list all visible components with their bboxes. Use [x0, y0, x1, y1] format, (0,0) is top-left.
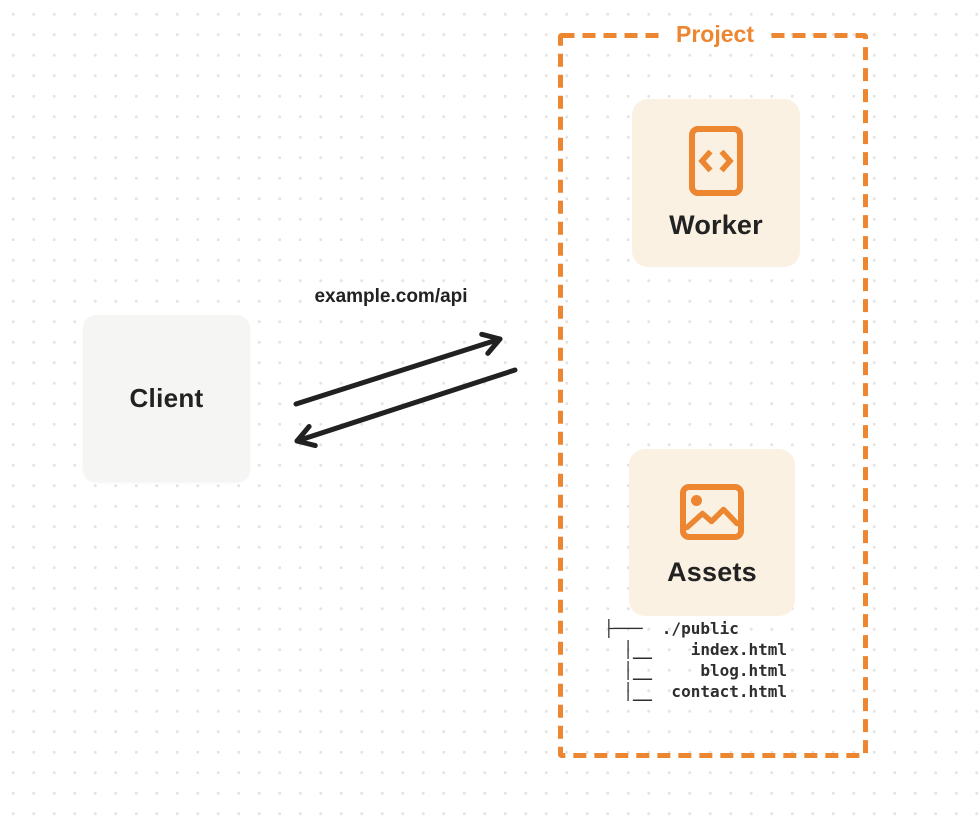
- worker-label: Worker: [669, 210, 763, 240]
- assets-label: Assets: [667, 557, 757, 587]
- image-icon: [680, 484, 744, 540]
- client-label: Client: [129, 383, 204, 413]
- assets-node: Assets: [629, 449, 795, 616]
- worker-node: Worker: [632, 99, 800, 267]
- project-label: Project: [666, 20, 764, 48]
- response-arrow: [294, 367, 518, 449]
- request-url-label: example.com/api: [314, 286, 468, 307]
- assets-file-tree: ├─── ./public │__ index.html │__ blog.ht…: [604, 619, 788, 701]
- client-node: Client: [83, 315, 250, 482]
- request-arrow: [293, 331, 503, 407]
- code-file-icon: [689, 126, 743, 196]
